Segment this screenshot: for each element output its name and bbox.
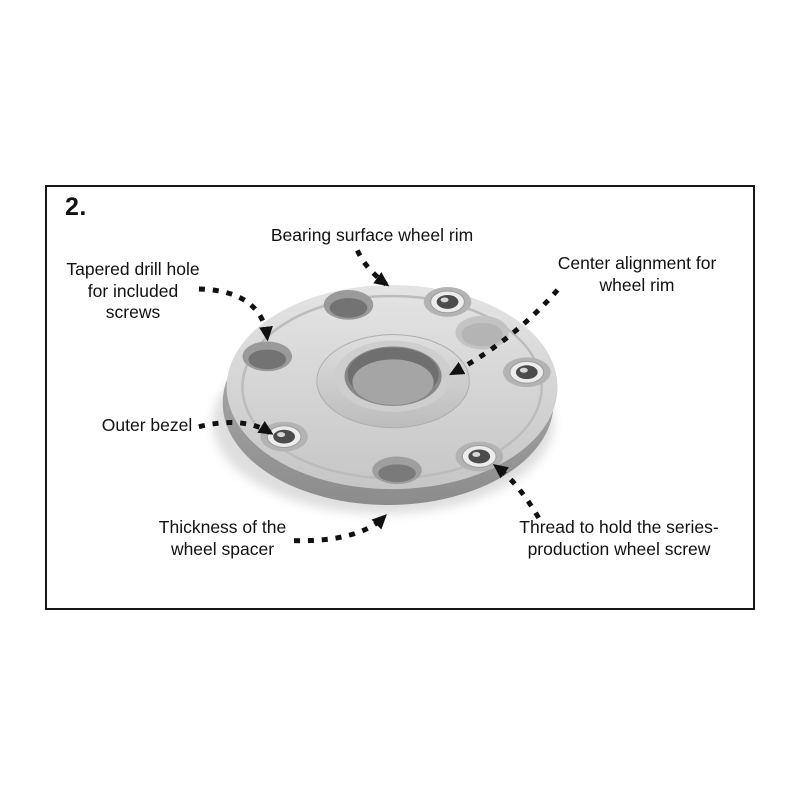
label-bearing-surface: Bearing surface wheel rim	[237, 225, 507, 247]
label-line: Center alignment for	[557, 253, 717, 273]
label-line: for included	[87, 280, 179, 301]
diagram-panel: 2. Bearing surface wheel rim Tapered dri…	[45, 185, 755, 610]
arrow-bearing-surface	[355, 249, 390, 287]
center-hub	[316, 334, 470, 429]
shallow-recess	[455, 315, 509, 350]
label-thickness: Thickness of the wheel spacer	[125, 517, 320, 560]
label-line: Thickness of the	[158, 517, 287, 537]
arrow-outer-bezel	[198, 420, 274, 435]
label-line: Thread to hold the series-	[519, 517, 719, 537]
threaded-hole	[423, 287, 472, 317]
threaded-hole	[503, 357, 551, 388]
wheel-spacer-photo	[212, 285, 558, 514]
threaded-hole	[455, 441, 504, 472]
tapered-drill-holes	[242, 290, 422, 485]
label-line: Bearing surface wheel rim	[270, 225, 474, 245]
threaded-holes	[260, 287, 551, 472]
label-center-alignment: Center alignment for wheel rim	[515, 253, 759, 296]
label-line: screws	[105, 302, 161, 323]
label-line: wheel rim	[599, 274, 675, 295]
label-outer-bezel: Outer bezel	[87, 415, 207, 437]
label-tapered-drill-hole: Tapered drill hole for included screws	[49, 259, 217, 324]
label-line: Outer bezel	[101, 415, 193, 435]
wheel-spacer-diagram	[198, 249, 560, 544]
label-line: Tapered drill hole	[66, 259, 200, 279]
arrow-center-alignment	[449, 288, 560, 376]
label-line: wheel spacer	[170, 538, 275, 559]
label-thread: Thread to hold the series- production wh…	[485, 517, 753, 560]
label-line: production wheel screw	[527, 538, 711, 559]
arrow-thickness	[293, 514, 387, 544]
figure-number: 2.	[65, 193, 87, 221]
annotation-arrows	[198, 249, 560, 544]
threaded-hole	[260, 421, 308, 452]
arrow-tapered-drill-hole	[198, 286, 273, 342]
